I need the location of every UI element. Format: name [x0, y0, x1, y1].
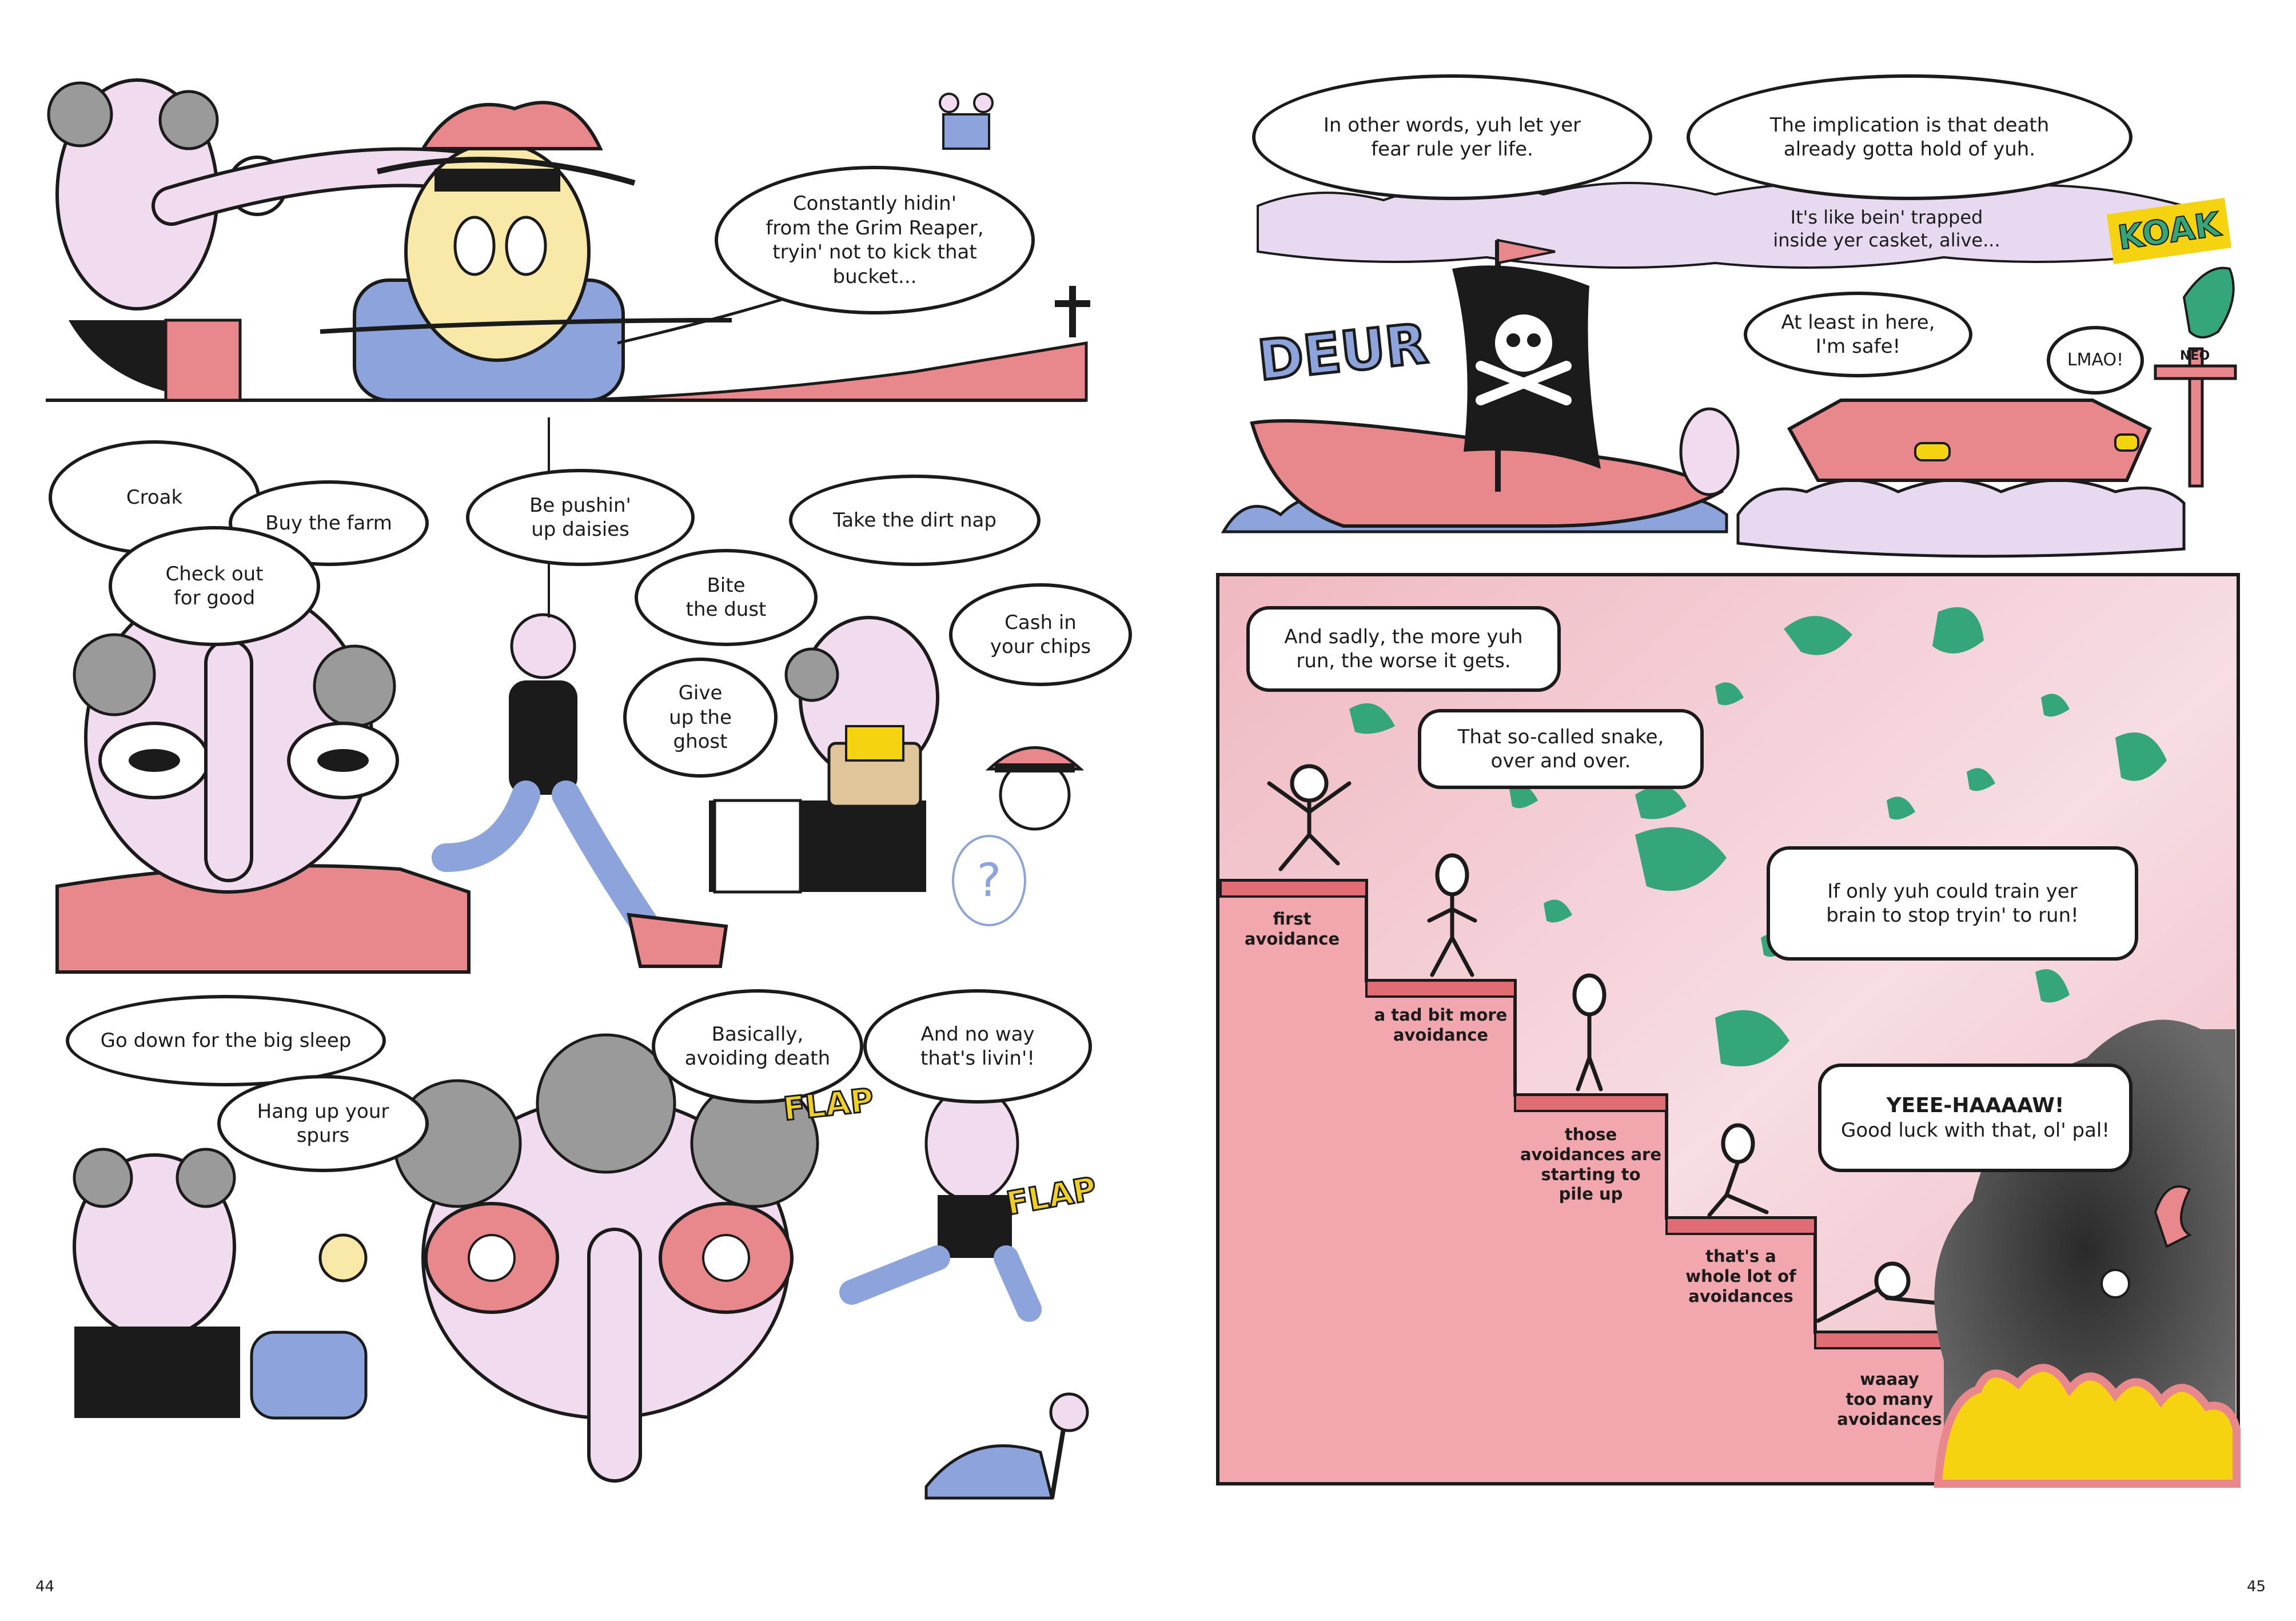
speech-bubble-croak: Croak — [49, 440, 260, 555]
step-label-5: waaay too many avoidances — [1837, 1369, 1942, 1429]
speech-bubble-grim-reaper: Constantly hidin' from the Grim Reaper, … — [715, 166, 1035, 314]
speech-bubble-fear-rule: In other words, yuh let yer fear rule ye… — [1252, 74, 1652, 200]
page-number-right: 45 — [2247, 1578, 2266, 1595]
caption-box-train-brain: If only yuh could train yer brain to sto… — [1767, 846, 2138, 961]
speech-bubble-avoiding-death: Basically, avoiding death — [652, 989, 863, 1104]
cloud-caption-casket: It's like bein' trapped inside yer caske… — [1773, 206, 2000, 251]
speech-bubble-no-way-livin: And no way that's livin'! — [863, 989, 1092, 1104]
fire — [1934, 1364, 2241, 1488]
speech-bubble-safe: At least in here, I'm safe! — [1744, 292, 1972, 377]
speech-bubble-bite-the-dust: Bite the dust — [635, 549, 818, 646]
step-label-3: those avoidances are starting to pile up — [1520, 1125, 1662, 1204]
speech-bubble-lmao: LMAO! — [2047, 326, 2144, 395]
flower-bushes — [1736, 479, 2186, 558]
crow-icon — [2182, 266, 2235, 338]
right-panel-1 — [1221, 182, 2237, 558]
question-mark-bubble: ? — [952, 835, 1026, 926]
right-panel-2 — [1216, 573, 2241, 1488]
speech-bubble-spurs: Hang up your spurs — [217, 1075, 429, 1172]
page-number-left: 44 — [35, 1578, 55, 1595]
speech-bubble-pushin-daisies: Be pushin' up daisies — [466, 469, 695, 566]
step-label-4: that's a whole lot of avoidances — [1685, 1246, 1796, 1306]
speech-bubble-dirt-nap: Take the dirt nap — [789, 475, 1041, 566]
caption-box-run-worse: And sadly, the more yuh run, the worse i… — [1246, 606, 1561, 692]
left-panel-1 — [46, 78, 1090, 402]
stick-figure-5 — [1816, 1261, 1946, 1323]
speech-bubble-buy-the-farm: Buy the farm — [229, 480, 429, 566]
step-label-1: first avoidance — [1244, 909, 1340, 949]
caption-box-snake: That so-called snake, over and over. — [1418, 709, 1704, 789]
stick-figure-4 — [1707, 1123, 1769, 1217]
grassy-hill — [571, 341, 1088, 402]
yeehaw-line-2: Good luck with that, ol' pal! — [1840, 1119, 2110, 1142]
speech-bubble-cash-chips: Cash in your chips — [949, 583, 1132, 686]
speech-bubble-big-sleep: Go down for the big sleep — [66, 995, 386, 1086]
skull-icon — [1495, 314, 1552, 372]
stick-figure-2 — [1427, 853, 1477, 977]
cowboy-hat — [420, 101, 603, 150]
coffin — [1787, 399, 2152, 482]
stick-figure-3 — [1572, 973, 1607, 1092]
speech-bubble-death-hold: The implication is that death already go… — [1687, 74, 2132, 200]
yeehaw-line-1: YEEE-HAAAAW! — [1886, 1094, 2064, 1118]
cross-label: NEO — [2180, 349, 2210, 363]
left-panel-2 — [55, 417, 1085, 974]
left-panel-3 — [73, 1033, 1089, 1500]
green-birds — [1349, 607, 2167, 1066]
step-label-2: a tad bit more avoidance — [1374, 1005, 1508, 1045]
caption-box-yeehaw: YEEE-HAAAAW! Good luck with that, ol' pa… — [1818, 1064, 2132, 1172]
speech-bubble-give-up-ghost: Give up the ghost — [623, 658, 778, 778]
stick-figure-1 — [1267, 764, 1352, 871]
speech-bubble-check-out: Check out for good — [109, 526, 320, 646]
